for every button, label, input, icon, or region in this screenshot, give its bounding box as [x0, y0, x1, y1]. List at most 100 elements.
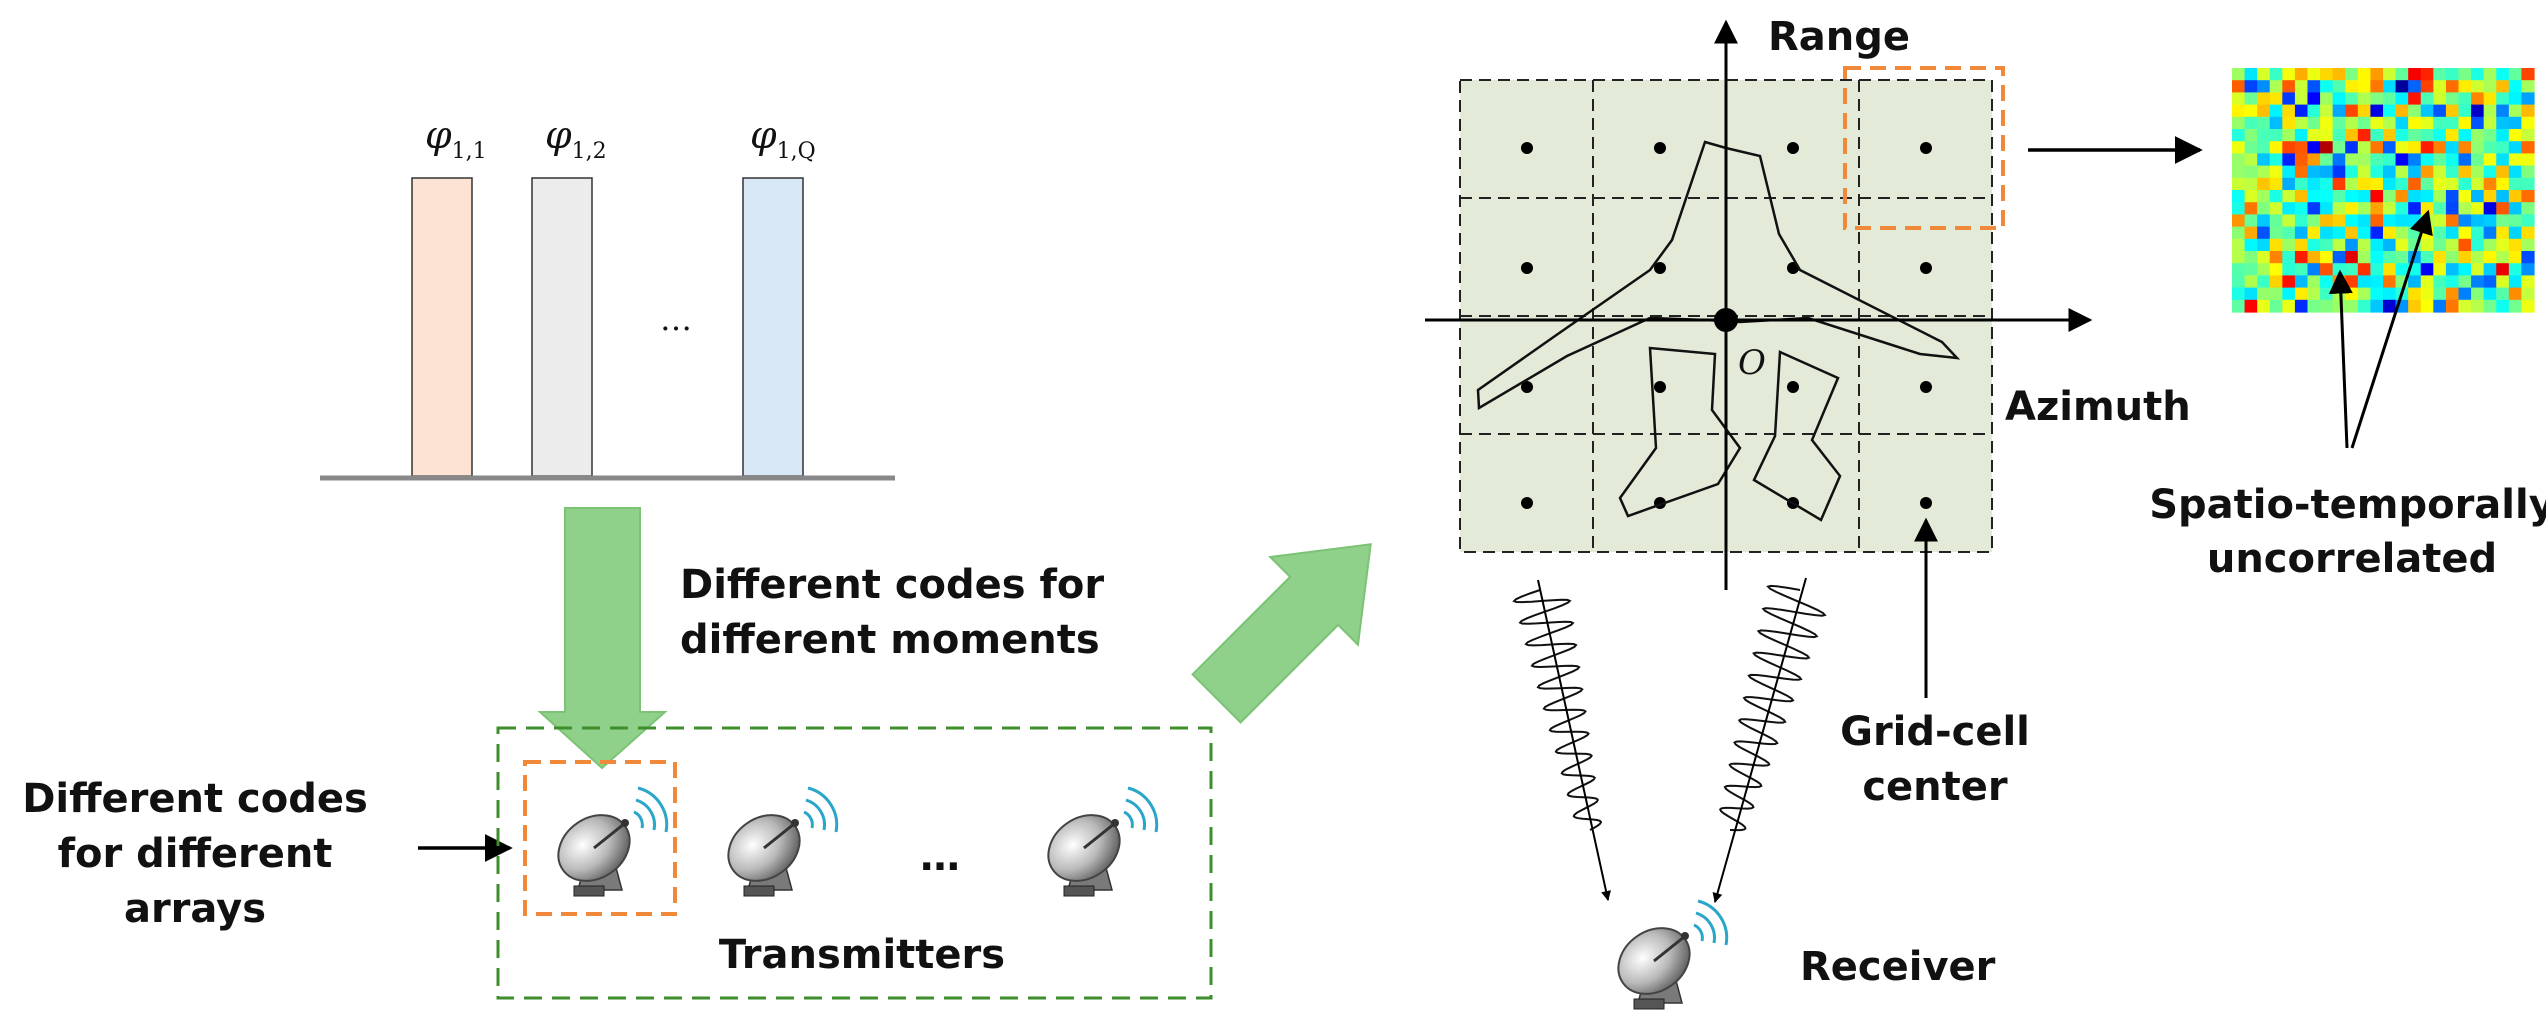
heatmap-cell: [2244, 299, 2258, 313]
heatmap-cell: [2370, 287, 2384, 301]
heatmap-cell: [2445, 251, 2460, 264]
heatmap-cell: [2395, 116, 2409, 130]
heatmap-cell: [2332, 141, 2346, 154]
heatmap-cell: [2307, 275, 2321, 289]
heatmap-cell: [2370, 165, 2384, 179]
heatmap-cell: [2483, 141, 2497, 154]
heatmap-cell: [2483, 68, 2497, 81]
heatmap-cell: [2445, 129, 2460, 142]
heatmap-cell: [2395, 92, 2409, 106]
heatmap-cell: [2471, 116, 2485, 130]
heatmap-cell: [2370, 275, 2384, 289]
heatmap-cell: [2471, 177, 2485, 191]
heatmap-cell: [2471, 251, 2485, 264]
heatmap-cell: [2420, 80, 2434, 93]
heatmap-cell: [2232, 141, 2246, 154]
heatmap-cell: [2282, 190, 2296, 203]
heatmap-cell: [2332, 80, 2346, 93]
heatmap-cell: [2483, 190, 2497, 203]
heatmap-cell: [2370, 129, 2384, 142]
heatmap-cell: [2420, 92, 2434, 106]
heatmap-cell: [2408, 80, 2422, 93]
heatmap-cell: [2383, 238, 2397, 252]
heatmap-cell: [2257, 299, 2271, 313]
heatmap-cell: [2345, 190, 2359, 203]
heatmap-cell: [2294, 287, 2309, 301]
spatio-arrow-1: [2328, 269, 2353, 449]
heatmap-cell: [2521, 214, 2535, 228]
heatmap-cell: [2282, 153, 2296, 167]
heatmap-cell: [2282, 287, 2296, 301]
heatmap-cell: [2496, 238, 2510, 252]
heatmap-cell: [2257, 153, 2271, 167]
heatmap-cell: [2357, 129, 2372, 142]
heatmap-cell: [2232, 116, 2246, 130]
heatmap-cell: [2320, 141, 2334, 154]
heatmap-cell: [2508, 214, 2523, 228]
heatmap-cell: [2357, 238, 2372, 252]
heatmap-cell: [2496, 263, 2510, 276]
heatmap-cell: [2420, 153, 2434, 167]
heatmap-cell: [2307, 165, 2321, 179]
heatmap-cell: [2458, 177, 2472, 191]
heatmap-cell: [2395, 214, 2409, 228]
grid-cell-line1: Grid-cell: [1840, 709, 2030, 755]
heatmap-cell: [2471, 153, 2485, 167]
heatmap-cell: [2471, 238, 2485, 252]
heatmap-cell: [2408, 116, 2422, 130]
heatmap-cell: [2471, 92, 2485, 106]
heatmap-cell: [2483, 275, 2497, 289]
heatmap-cell: [2383, 104, 2397, 118]
heatmap-cell: [2370, 214, 2384, 228]
heatmap-cell: [2307, 263, 2321, 276]
heatmap-cell: [2244, 202, 2258, 215]
heatmap-cell: [2269, 251, 2283, 264]
heatmap-cell: [2408, 275, 2422, 289]
heatmap-cell: [2395, 251, 2409, 264]
heatmap-cell: [2307, 141, 2321, 154]
heatmap-cell: [2294, 263, 2309, 276]
heatmap-cell: [2458, 238, 2472, 252]
heatmap-cell: [2370, 202, 2384, 215]
heatmap-cell: [2508, 80, 2523, 93]
heatmap-cell: [2496, 202, 2510, 215]
heatmap-cell: [2458, 275, 2472, 289]
heatmap-cell: [2269, 287, 2283, 301]
heatmap-cell: [2383, 141, 2397, 154]
heatmap-cell: [2269, 153, 2283, 167]
heatmap-cell: [2483, 263, 2497, 276]
heatmap-cell: [2471, 80, 2485, 93]
heatmap-cell: [2471, 263, 2485, 276]
heatmap-cell: [2508, 251, 2523, 264]
heatmap-cell: [2496, 104, 2510, 118]
heatmap-cell: [2433, 263, 2447, 276]
heatmap-cell: [2294, 202, 2309, 215]
heatmap-cell: [2508, 190, 2523, 203]
heatmap-cell: [2282, 80, 2296, 93]
heatmap-cell: [2521, 287, 2535, 301]
heatmap-cell: [2445, 299, 2460, 313]
heatmap-cell: [2471, 165, 2485, 179]
heatmap-cell: [2395, 190, 2409, 203]
heatmap-cell: [2294, 116, 2309, 130]
heatmap-cell: [2269, 68, 2283, 81]
heatmap-cell: [2383, 165, 2397, 179]
heatmap-cell: [2370, 177, 2384, 191]
heatmap-cell: [2257, 287, 2271, 301]
heatmap-cell: [2408, 104, 2422, 118]
heatmap-cell: [2445, 141, 2460, 154]
heatmap-cell: [2257, 165, 2271, 179]
heatmap-cell: [2307, 104, 2321, 118]
heatmap-cell: [2445, 202, 2460, 215]
heatmap-cell: [2433, 104, 2447, 118]
heatmap-cell: [2420, 238, 2434, 252]
heatmap-cell: [2521, 190, 2535, 203]
heatmap-cell: [2433, 251, 2447, 264]
heatmap-cell: [2282, 92, 2296, 106]
heatmap-cell: [2257, 80, 2271, 93]
heatmap-cell: [2269, 226, 2283, 240]
heatmap-cell: [2244, 190, 2258, 203]
heatmap-cell: [2370, 104, 2384, 118]
heatmap-cell: [2483, 116, 2497, 130]
heatmap-cell: [2282, 226, 2296, 240]
